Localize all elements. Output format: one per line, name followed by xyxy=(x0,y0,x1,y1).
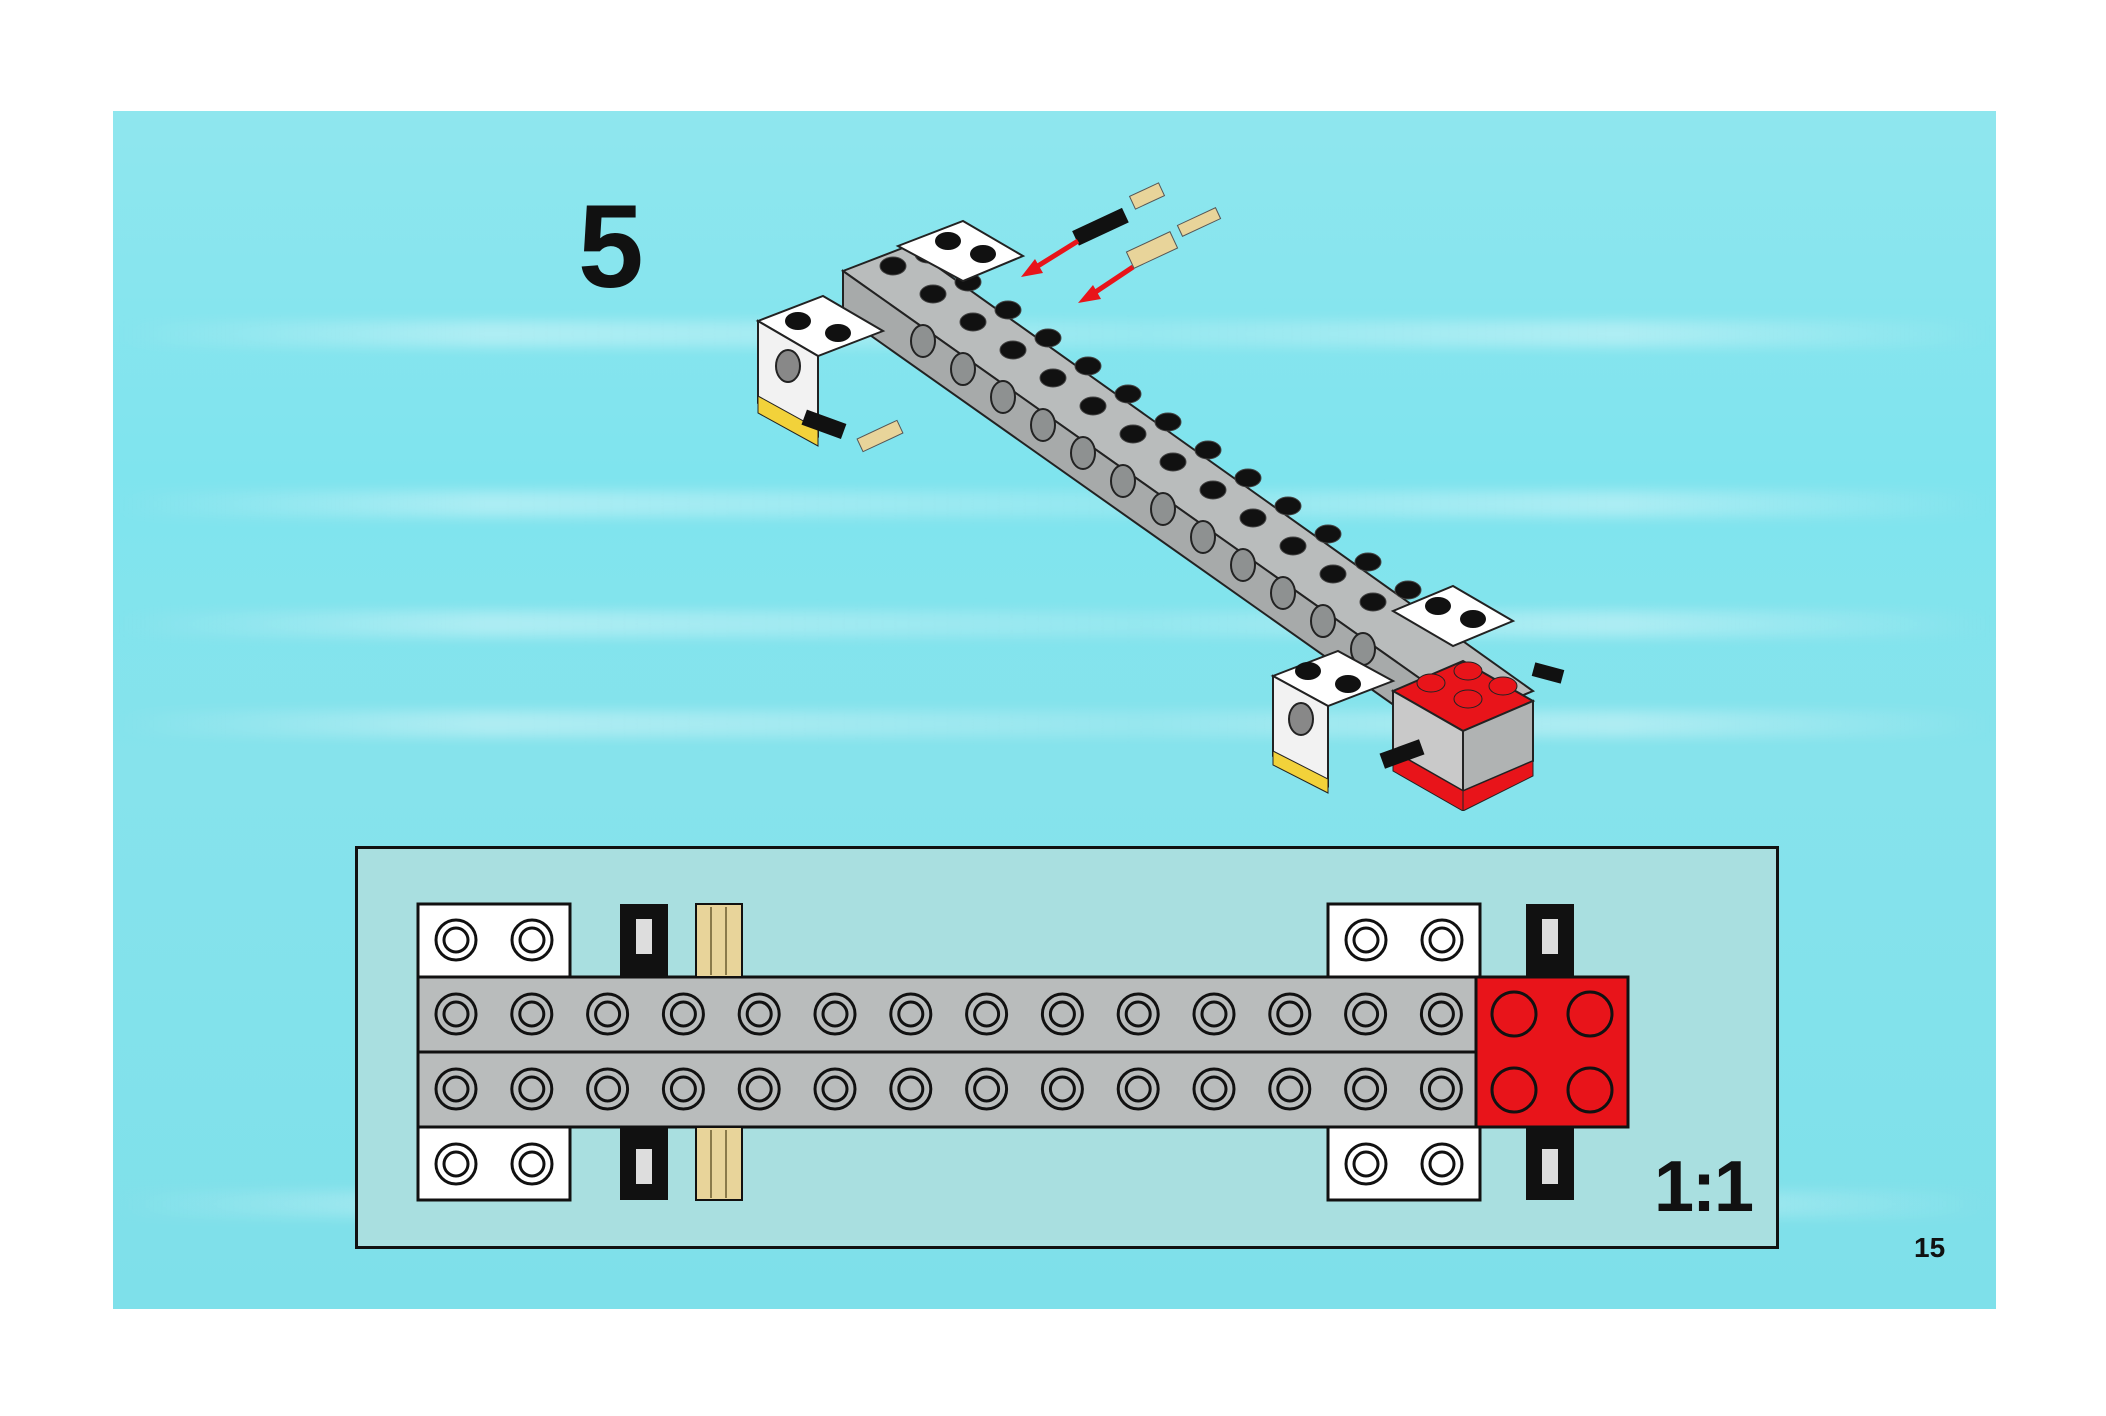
page-number: 15 xyxy=(1914,1232,1946,1263)
background-streak xyxy=(113,611,1996,637)
beam-stud xyxy=(1419,992,1463,1036)
step-number: 5 xyxy=(578,181,644,313)
red-plate xyxy=(1390,659,1536,811)
beam-stud xyxy=(1344,992,1388,1036)
beam-stud xyxy=(442,1075,470,1103)
beam-stud xyxy=(1276,1075,1304,1103)
beam-stud xyxy=(1344,1067,1388,1111)
beam-stud xyxy=(442,1000,470,1028)
beam-stud xyxy=(434,992,478,1036)
beam-stud xyxy=(813,1067,857,1111)
beam-stud xyxy=(889,1067,933,1111)
beam-stud xyxy=(594,1000,622,1028)
beam-stud xyxy=(1116,992,1160,1036)
instruction-panel: 5 xyxy=(113,111,1996,1309)
beam-stud xyxy=(594,1075,622,1103)
beam-stud xyxy=(897,1075,925,1103)
beam-stud xyxy=(813,992,857,1036)
beam-holes xyxy=(910,324,1376,666)
beam-stud xyxy=(965,992,1009,1036)
beam-stud xyxy=(737,992,781,1036)
beam-studs xyxy=(879,244,1422,612)
beam-stud xyxy=(1192,992,1236,1036)
white-brick-right xyxy=(1270,649,1396,794)
beam-stud xyxy=(1040,1067,1084,1111)
black-pins xyxy=(620,904,1574,1200)
axle-grooves xyxy=(710,907,727,1198)
white-brick-left xyxy=(755,294,886,447)
beam-stud xyxy=(1200,1000,1228,1028)
beam-stud xyxy=(1268,992,1312,1036)
beam-stud xyxy=(973,1000,1001,1028)
tan-axles xyxy=(695,903,743,1201)
red-plate-studs xyxy=(1490,990,1614,1114)
beam-stud xyxy=(661,1067,705,1111)
beam-stud xyxy=(1048,1075,1076,1103)
beam-stud xyxy=(1040,992,1084,1036)
red-plate xyxy=(1474,975,1630,1129)
beam-stud xyxy=(821,1075,849,1103)
beam-stud xyxy=(1352,1000,1380,1028)
pin-details xyxy=(636,919,1558,1184)
beam-stud xyxy=(669,1000,697,1028)
beam-stud xyxy=(1048,1000,1076,1028)
beam-stud xyxy=(518,1075,546,1103)
beam-stud xyxy=(510,992,554,1036)
beam-stud xyxy=(1124,1000,1152,1028)
beam-stud xyxy=(973,1075,1001,1103)
beam-stud xyxy=(586,1067,630,1111)
white-brick-right-back xyxy=(1390,584,1516,648)
beam-stud xyxy=(745,1000,773,1028)
white-brick-top-left xyxy=(416,902,572,979)
beam-stud xyxy=(1192,1067,1236,1111)
model-illustration xyxy=(755,182,1565,811)
beam-stud xyxy=(1427,1000,1455,1028)
scale-label: 1:1 xyxy=(1653,1147,1754,1227)
beam-stud xyxy=(434,1067,478,1111)
beam-stud xyxy=(510,1067,554,1111)
beam-studs xyxy=(434,992,1463,1111)
gray-beam-2 xyxy=(416,1050,1480,1129)
beam-stud xyxy=(1419,1067,1463,1111)
beam-stud xyxy=(669,1075,697,1103)
beam-stud xyxy=(745,1075,773,1103)
beam-stud xyxy=(1200,1075,1228,1103)
beam-stud xyxy=(1124,1075,1152,1103)
beam-stud xyxy=(661,992,705,1036)
loose-parts xyxy=(1072,182,1222,269)
beam-stud xyxy=(889,992,933,1036)
scale-box: 1:1 xyxy=(355,846,1779,1249)
beam-stud xyxy=(1352,1075,1380,1103)
beam-stud xyxy=(897,1000,925,1028)
background-streak xyxy=(113,711,1996,737)
gray-beam-1 xyxy=(416,975,1480,1054)
scale-diagram xyxy=(416,902,1630,1202)
beam-stud xyxy=(1268,1067,1312,1111)
beam-stud xyxy=(1116,1067,1160,1111)
inserted-pins xyxy=(801,409,1565,769)
beam-stud xyxy=(821,1000,849,1028)
white-brick-left-back xyxy=(895,219,1026,283)
beam-stud xyxy=(965,1067,1009,1111)
beam-stud xyxy=(1276,1000,1304,1028)
beam-stud xyxy=(518,1000,546,1028)
beam-stud xyxy=(1427,1075,1455,1103)
white-brick-bottom-right xyxy=(1326,1125,1482,1202)
white-brick-bottom-left xyxy=(416,1125,572,1202)
beam-stud xyxy=(737,1067,781,1111)
gray-beam-top xyxy=(840,244,1536,718)
background-streak xyxy=(113,491,1996,517)
white-brick-top-right xyxy=(1326,902,1482,979)
beam-stud xyxy=(586,992,630,1036)
insert-arrows xyxy=(1021,238,1135,303)
white-brick-studs xyxy=(434,918,1464,1186)
